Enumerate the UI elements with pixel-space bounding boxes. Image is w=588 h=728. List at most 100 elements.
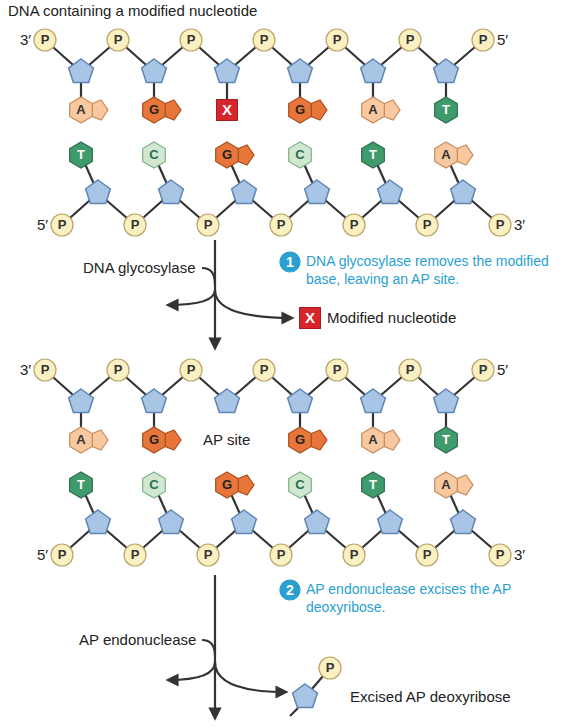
purine-base: A — [360, 425, 402, 455]
phosphate-circle: P — [196, 543, 220, 567]
strand-end: 5′ — [37, 546, 48, 564]
base-letter: T — [432, 95, 460, 125]
deoxyribose-sugar — [378, 510, 403, 534]
base-letter: G — [141, 95, 167, 125]
step-number-text: 2 — [279, 579, 301, 601]
shape-outline — [360, 95, 402, 125]
deoxyribose-sugar — [288, 389, 313, 413]
base-letter: C — [286, 140, 314, 170]
purine-base: G — [214, 140, 256, 170]
phosphate-circle: P — [106, 358, 130, 382]
shape-outline — [433, 470, 475, 500]
phosphate-circle: P — [252, 358, 276, 382]
base-letter: X — [299, 307, 321, 329]
phosphate-circle: P — [50, 213, 74, 237]
base-letter: T — [359, 470, 387, 500]
base-letter: A — [68, 95, 94, 125]
phosphate-label: P — [33, 28, 57, 52]
base-letter: A — [360, 425, 386, 455]
phosphate-circle: P — [325, 28, 349, 52]
phosphate-label: P — [318, 656, 342, 680]
phosphate-circle: P — [415, 543, 439, 567]
pyrimidine-base: T — [432, 425, 460, 455]
reaction-arrow — [168, 662, 215, 680]
deoxyribose-sugar — [215, 389, 240, 413]
shape-outline — [433, 140, 475, 170]
phosphate-label: P — [252, 358, 276, 382]
purine-base: G — [214, 470, 256, 500]
deoxyribose-sugar — [361, 59, 386, 83]
pyrimidine-base: C — [286, 140, 314, 170]
shape-outline — [141, 95, 183, 125]
base-letter: X — [216, 99, 238, 121]
phosphate-label: P — [179, 358, 203, 382]
shape-outline — [287, 95, 329, 125]
base-letter: C — [140, 470, 168, 500]
enzyme-name: AP endonuclease — [79, 631, 196, 649]
base-letter: G — [214, 140, 240, 170]
phosphate-circle: P — [33, 358, 57, 382]
deoxyribose-sugar — [305, 510, 330, 534]
phosphate-circle: P — [488, 213, 512, 237]
phosphate-circle: P — [33, 28, 57, 52]
base-letter: T — [67, 140, 95, 170]
backbone-bond — [290, 708, 298, 716]
phosphate-circle: P — [398, 358, 422, 382]
base-letter: T — [67, 470, 95, 500]
purine-base: A — [433, 470, 475, 500]
step-description: DNA glycosylase removes the modified bas… — [306, 252, 578, 288]
base-letter: A — [433, 140, 459, 170]
base-letter: A — [360, 95, 386, 125]
product-label: Excised AP deoxyribose — [350, 688, 511, 706]
phosphate-label: P — [123, 543, 147, 567]
purine-base: A — [360, 95, 402, 125]
phosphate-label: P — [398, 28, 422, 52]
deoxyribose-sugar — [288, 59, 313, 83]
phosphate-label: P — [252, 28, 276, 52]
shape-outline — [214, 470, 256, 500]
phosphate-label: P — [325, 358, 349, 382]
phosphate-label: P — [415, 213, 439, 237]
phosphate-label: P — [196, 543, 220, 567]
deoxyribose-sugar — [451, 510, 476, 534]
phosphate-label: P — [398, 358, 422, 382]
modified-base: X — [216, 99, 238, 121]
base-letter: G — [214, 470, 240, 500]
deoxyribose-sugar — [378, 180, 403, 204]
shape-outline — [287, 425, 329, 455]
phosphate-label: P — [471, 358, 495, 382]
phosphate-circle: P — [123, 543, 147, 567]
reaction-arrow — [215, 290, 292, 318]
phosphate-circle: P — [269, 543, 293, 567]
strand-end: 3′ — [20, 31, 31, 49]
deoxyribose-sugar — [215, 59, 240, 83]
purine-base: G — [141, 425, 183, 455]
phosphate-circle: P — [50, 543, 74, 567]
phosphate-label: P — [471, 28, 495, 52]
phosphate-circle: P — [123, 213, 147, 237]
purine-base: G — [287, 95, 329, 125]
deoxyribose-sugar — [293, 684, 318, 708]
phosphate-label: P — [33, 358, 57, 382]
phosphate-circle: P — [196, 213, 220, 237]
phosphate-circle: P — [179, 358, 203, 382]
base-letter: C — [286, 470, 314, 500]
deoxyribose-sugar — [142, 59, 167, 83]
phosphate-circle: P — [471, 358, 495, 382]
pyrimidine-base: C — [286, 470, 314, 500]
phosphate-label: P — [488, 543, 512, 567]
deoxyribose-sugar — [361, 389, 386, 413]
phosphate-label: P — [342, 543, 366, 567]
pyrimidine-base: T — [67, 140, 95, 170]
strand-end: 5′ — [37, 216, 48, 234]
pyrimidine-base: C — [140, 140, 168, 170]
deoxyribose-sugar — [69, 59, 94, 83]
backbone-lines — [45, 40, 500, 716]
phosphate-circle: P — [318, 656, 342, 680]
shape-outline — [214, 140, 256, 170]
base-letter: G — [141, 425, 167, 455]
base-letter: A — [68, 425, 94, 455]
phosphate-circle: P — [252, 28, 276, 52]
phosphate-circle: P — [342, 543, 366, 567]
